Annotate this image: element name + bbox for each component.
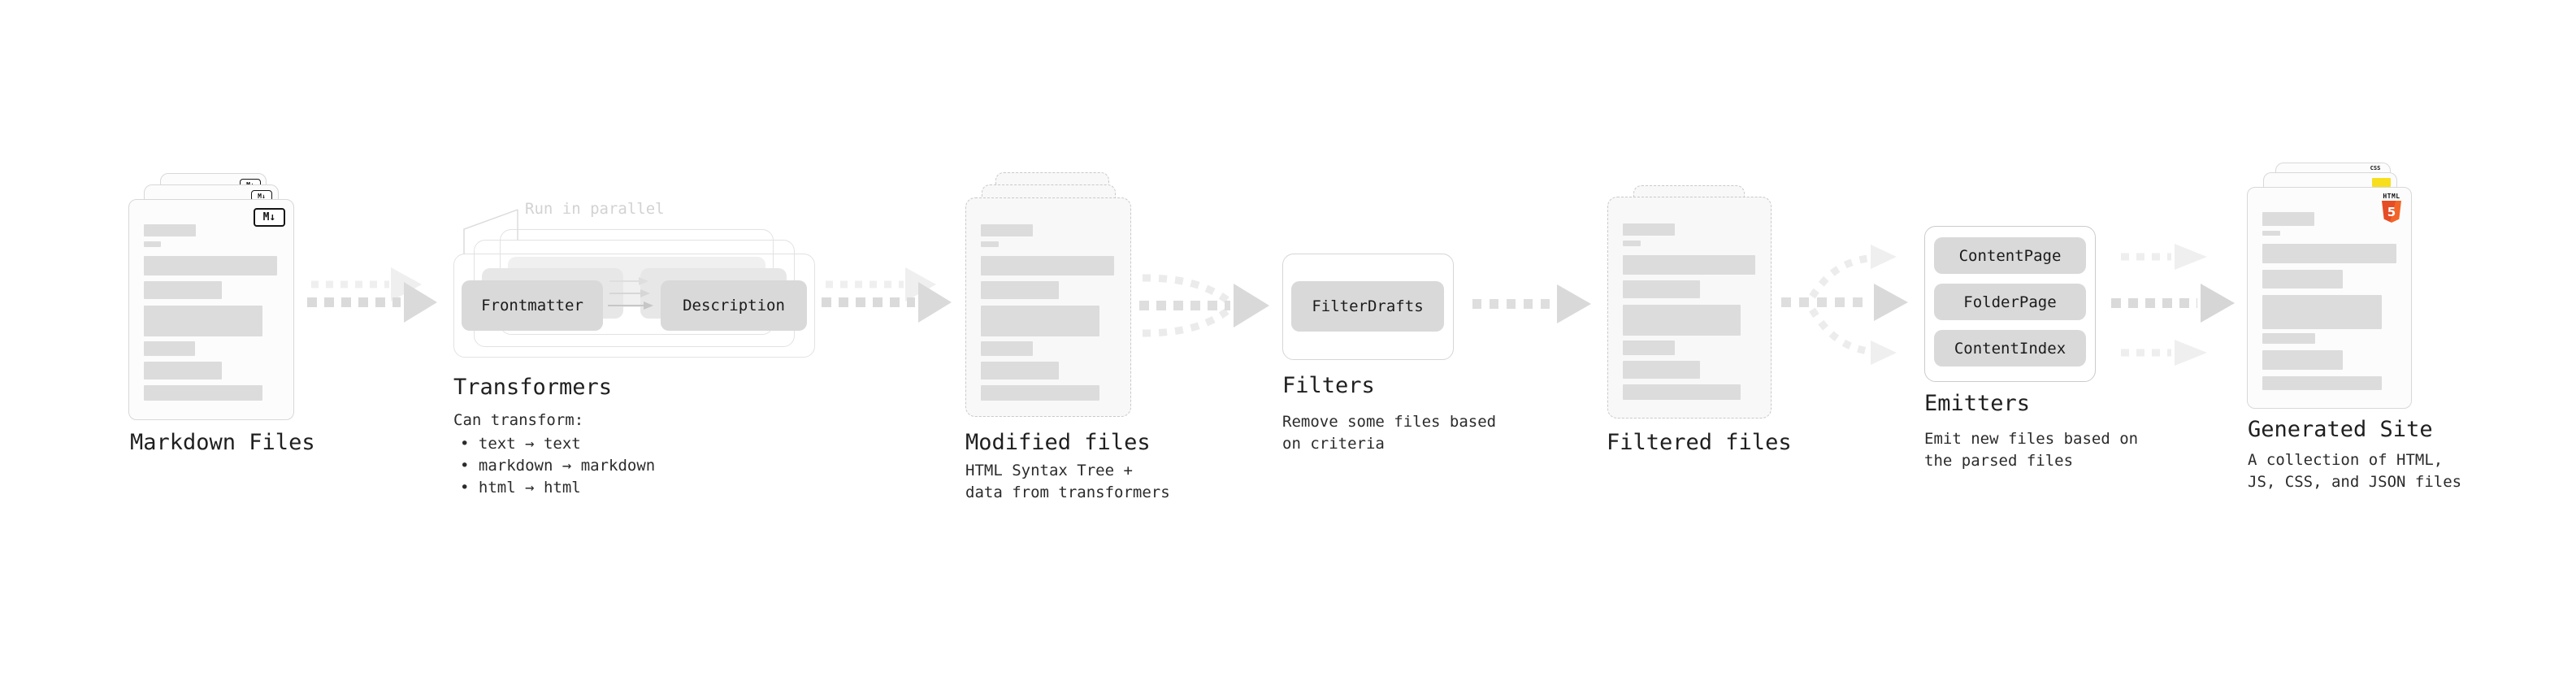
placeholder-line (144, 362, 222, 380)
transformers-desc-heading: Can transform: (453, 411, 584, 429)
doc-placeholder-lines (2262, 188, 2396, 390)
bullet-item: • html → html (460, 479, 581, 497)
html5-icon: HTML 5 (2381, 193, 2402, 223)
modified-file-card (965, 197, 1131, 417)
placeholder-line (981, 306, 1099, 336)
stage-title-emitters: Emitters (1924, 391, 2031, 416)
doc-placeholder-lines (981, 198, 1117, 401)
html5-icon-label: HTML (2383, 193, 2400, 200)
callout-leader-line-icon (463, 209, 518, 254)
placeholder-line (2262, 350, 2343, 370)
placeholder-line (1623, 361, 1700, 379)
arrow-emitter-top-icon (2121, 244, 2207, 270)
placeholder-line (144, 241, 161, 247)
desc-line: Emit new files based on (1924, 430, 2139, 448)
arrow-modified-to-filters-icon (1139, 274, 1269, 337)
placeholder-line (1623, 280, 1700, 298)
arrow-transformers-to-modified-icon (822, 267, 952, 323)
doc-placeholder-lines (144, 200, 280, 401)
placeholder-line (2262, 270, 2343, 288)
generated-file-card-front: HTML 5 (2247, 187, 2412, 409)
arrow-markdown-to-transformers-icon (307, 267, 437, 323)
folder-page-pill: FolderPage (1934, 284, 2086, 320)
placeholder-line (144, 306, 262, 336)
modified-files-desc: HTML Syntax Tree + data from transformer… (965, 460, 1170, 504)
placeholder-line (2262, 376, 2382, 390)
placeholder-line (981, 362, 1059, 380)
placeholder-line (144, 224, 196, 236)
filtered-file-card (1607, 197, 1772, 419)
desc-line: JS, CSS, and JSON files (2248, 473, 2462, 491)
markdown-icon: M↓ (254, 208, 285, 227)
filter-drafts-pill: FilterDrafts (1291, 281, 1444, 332)
arrow-emitter-middle-icon (2111, 284, 2235, 323)
placeholder-line (981, 341, 1033, 356)
css-icon-label: CSS (2370, 165, 2381, 171)
desc-line: Remove some files based (1282, 413, 1497, 431)
js-file-icon (2372, 178, 2391, 187)
desc-line: data from transformers (965, 484, 1170, 501)
bullet-item: • markdown → markdown (460, 457, 656, 475)
desc-line: A collection of HTML, (2248, 451, 2444, 469)
html5-icon-shield: 5 (2382, 201, 2401, 223)
description-pill: Description (661, 280, 807, 331)
placeholder-line (981, 256, 1114, 275)
stage-title-modified-files: Modified files (965, 430, 1151, 455)
placeholder-line (1623, 340, 1675, 355)
transformer-layer-front (453, 254, 815, 358)
bullet-item: • text → text (460, 435, 581, 453)
stage-title-filters: Filters (1282, 373, 1375, 398)
arrow-emitter-bottom-icon (2121, 340, 2207, 366)
placeholder-line (1623, 255, 1755, 275)
placeholder-line (1623, 241, 1641, 246)
desc-line: on criteria (1282, 435, 1385, 453)
generated-site-desc: A collection of HTML, JS, CSS, and JSON … (2248, 449, 2461, 493)
placeholder-line (144, 385, 262, 401)
placeholder-line (2262, 244, 2396, 263)
placeholder-line (981, 224, 1033, 236)
frontmatter-pill: Frontmatter (462, 280, 603, 331)
placeholder-line (2262, 212, 2314, 226)
desc-line: HTML Syntax Tree + (965, 462, 1133, 479)
placeholder-line (144, 281, 222, 299)
placeholder-line (144, 256, 277, 275)
placeholder-line (981, 241, 999, 247)
filters-desc: Remove some files based on criteria (1282, 411, 1496, 455)
parallel-arrows-icon (608, 277, 653, 310)
placeholder-line (1623, 384, 1741, 400)
run-in-parallel-callout: Run in parallel (525, 200, 665, 218)
placeholder-line (144, 341, 195, 356)
stage-title-generated-site: Generated Site (2248, 417, 2433, 442)
markdown-file-card-front: M↓ (128, 199, 294, 420)
transformers-bullet-list: • text → text • markdown → markdown • ht… (460, 433, 655, 499)
stage-title-transformers: Transformers (453, 375, 613, 400)
desc-line: the parsed files (1924, 452, 2074, 470)
arrow-filtered-to-emitters-icon (1781, 245, 1908, 365)
stage-title-markdown-files: Markdown Files (130, 430, 315, 455)
placeholder-line (2262, 231, 2280, 236)
placeholder-line (1623, 223, 1675, 236)
content-index-pill: ContentIndex (1934, 330, 2086, 367)
placeholder-line (981, 281, 1059, 299)
doc-placeholder-lines (1623, 197, 1758, 400)
placeholder-line (2262, 333, 2315, 344)
placeholder-line (981, 385, 1099, 401)
placeholder-line (2262, 295, 2382, 329)
arrow-filters-to-filtered-icon (1472, 284, 1591, 323)
placeholder-line (1623, 305, 1741, 336)
emitters-desc: Emit new files based on the parsed files (1924, 428, 2138, 472)
stage-title-filtered-files: Filtered files (1607, 430, 1792, 455)
content-page-pill: ContentPage (1934, 237, 2086, 274)
